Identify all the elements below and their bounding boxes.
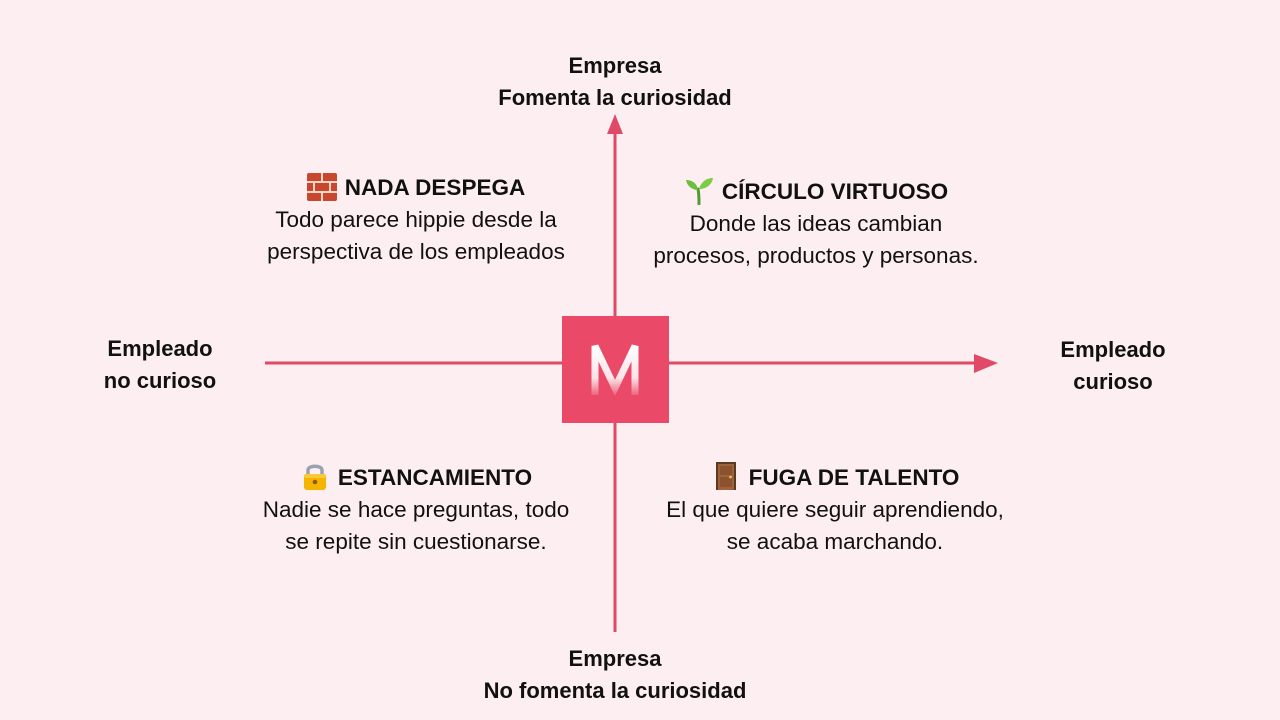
quadrant-bottom-left-line2: se repite sin cuestionarse. (285, 529, 547, 554)
axis-label-right-line2: curioso (1073, 369, 1153, 394)
up-arrowhead (607, 114, 623, 134)
quadrant-top-left-title: NADA DESPEGA (344, 175, 526, 200)
axis-label-left: Empleado no curioso (60, 333, 260, 397)
axis-label-right-line1: Empleado (1060, 337, 1166, 362)
m-logo-icon (591, 344, 639, 397)
lock-icon (300, 463, 330, 491)
quadrant-bottom-right-heading: FUGA DE TALENTO (630, 462, 1040, 494)
quadrant-bottom-left-title: ESTANCAMIENTO (337, 465, 533, 490)
door-icon (711, 462, 741, 491)
axis-label-top: Empresa Fomenta la curiosidad (415, 50, 815, 114)
quadrant-top-right: CÍRCULO VIRTUOSO Donde las ideas cambian… (620, 176, 1012, 272)
axis-label-right: Empleado curioso (1013, 334, 1213, 398)
axis-label-bottom-line2: No fomenta la curiosidad (483, 678, 747, 703)
quadrant-bottom-right-title: FUGA DE TALENTO (748, 465, 960, 490)
axis-label-bottom: Empresa No fomenta la curiosidad (415, 643, 815, 707)
axis-label-left-line1: Empleado (107, 336, 213, 361)
center-logo (562, 316, 669, 423)
quadrant-top-left-line1: Todo parece hippie desde la (275, 207, 557, 232)
quadrant-bottom-left-line1: Nadie se hace preguntas, todo (262, 497, 570, 522)
quadrant-bottom-left: ESTANCAMIENTO Nadie se hace preguntas, t… (230, 462, 602, 558)
quadrant-top-right-heading: CÍRCULO VIRTUOSO (620, 176, 1012, 208)
axis-label-top-line1: Empresa (568, 53, 662, 78)
quadrant-top-right-line2: procesos, productos y personas. (653, 243, 979, 268)
axis-label-bottom-line1: Empresa (568, 646, 662, 671)
brick-icon (306, 173, 337, 201)
quadrant-top-right-line1: Donde las ideas cambian (689, 211, 943, 236)
quadrant-bottom-right-line1: El que quiere seguir aprendiendo, (666, 497, 1004, 522)
axis-label-top-line2: Fomenta la curiosidad (498, 85, 732, 110)
quadrant-top-left-line2: perspectiva de los empleados (267, 239, 565, 264)
axis-label-left-line2: no curioso (103, 368, 217, 393)
seedling-icon (684, 177, 714, 206)
right-arrowhead (974, 354, 998, 373)
quadrant-bottom-right-line2: se acaba marchando. (726, 529, 944, 554)
quadrant-top-left-heading: NADA DESPEGA (230, 172, 602, 204)
quadrant-top-right-title: CÍRCULO VIRTUOSO (721, 179, 949, 204)
quadrant-bottom-right: FUGA DE TALENTO El que quiere seguir apr… (630, 462, 1040, 558)
quadrant-top-left: NADA DESPEGA Todo parece hippie desde la… (230, 172, 602, 268)
quadrant-bottom-left-heading: ESTANCAMIENTO (230, 462, 602, 494)
